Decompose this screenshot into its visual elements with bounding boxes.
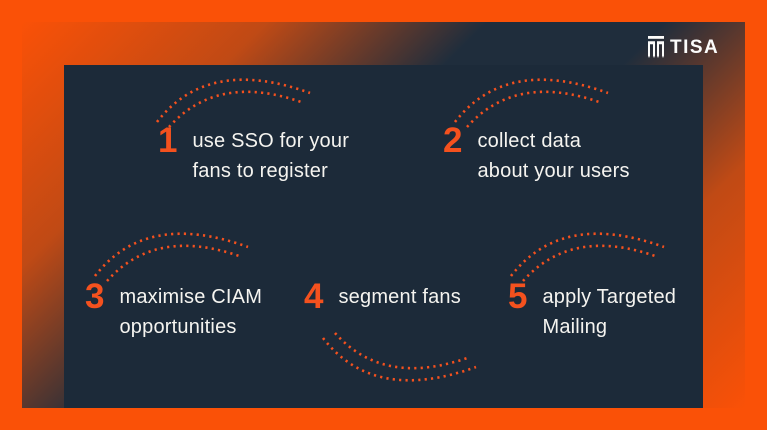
step-label-line1: maximise CIAM [119, 286, 263, 308]
step-label: maximise CIAM opportunities [119, 282, 262, 342]
brand-name: TISA [670, 37, 720, 58]
step-number: 1 [158, 121, 178, 160]
tisa-monogram-icon [648, 36, 664, 58]
step-label-line2: about your users [477, 160, 630, 182]
step-item-4: 4 segment fans [304, 277, 461, 316]
step-label-line1: use SSO for your [192, 130, 350, 152]
step-label: apply Targeted Mailing [542, 282, 676, 342]
step-item-2: 2 collect data about your users [443, 121, 630, 186]
brand-logo: TISA [648, 36, 719, 59]
step-label-line1: collect data [477, 130, 582, 152]
step-item-5: 5 apply Targeted Mailing [508, 277, 676, 342]
step-label-line2: opportunities [119, 316, 237, 338]
step-number: 5 [508, 277, 528, 316]
step-item-1: 1 use SSO for your fans to register [158, 121, 349, 186]
step-label-line1: segment fans [338, 286, 461, 308]
step-number: 2 [443, 121, 463, 160]
dotted-arc-decoration [155, 78, 311, 128]
step-label: use SSO for your fans to register [192, 126, 349, 186]
step-number: 3 [85, 277, 105, 316]
dotted-arc-decoration [509, 232, 665, 282]
step-label-line2: Mailing [542, 316, 608, 338]
step-label-line1: apply Targeted [542, 286, 677, 308]
step-label: collect data about your users [477, 126, 629, 186]
dotted-arc-decoration [93, 232, 249, 282]
content-card [64, 65, 703, 408]
step-number: 4 [304, 277, 324, 316]
dotted-arc-decoration [321, 332, 477, 382]
step-label: segment fans [338, 282, 460, 312]
step-label-line2: fans to register [192, 160, 328, 182]
dotted-arc-decoration [453, 78, 609, 128]
step-item-3: 3 maximise CIAM opportunities [85, 277, 262, 342]
